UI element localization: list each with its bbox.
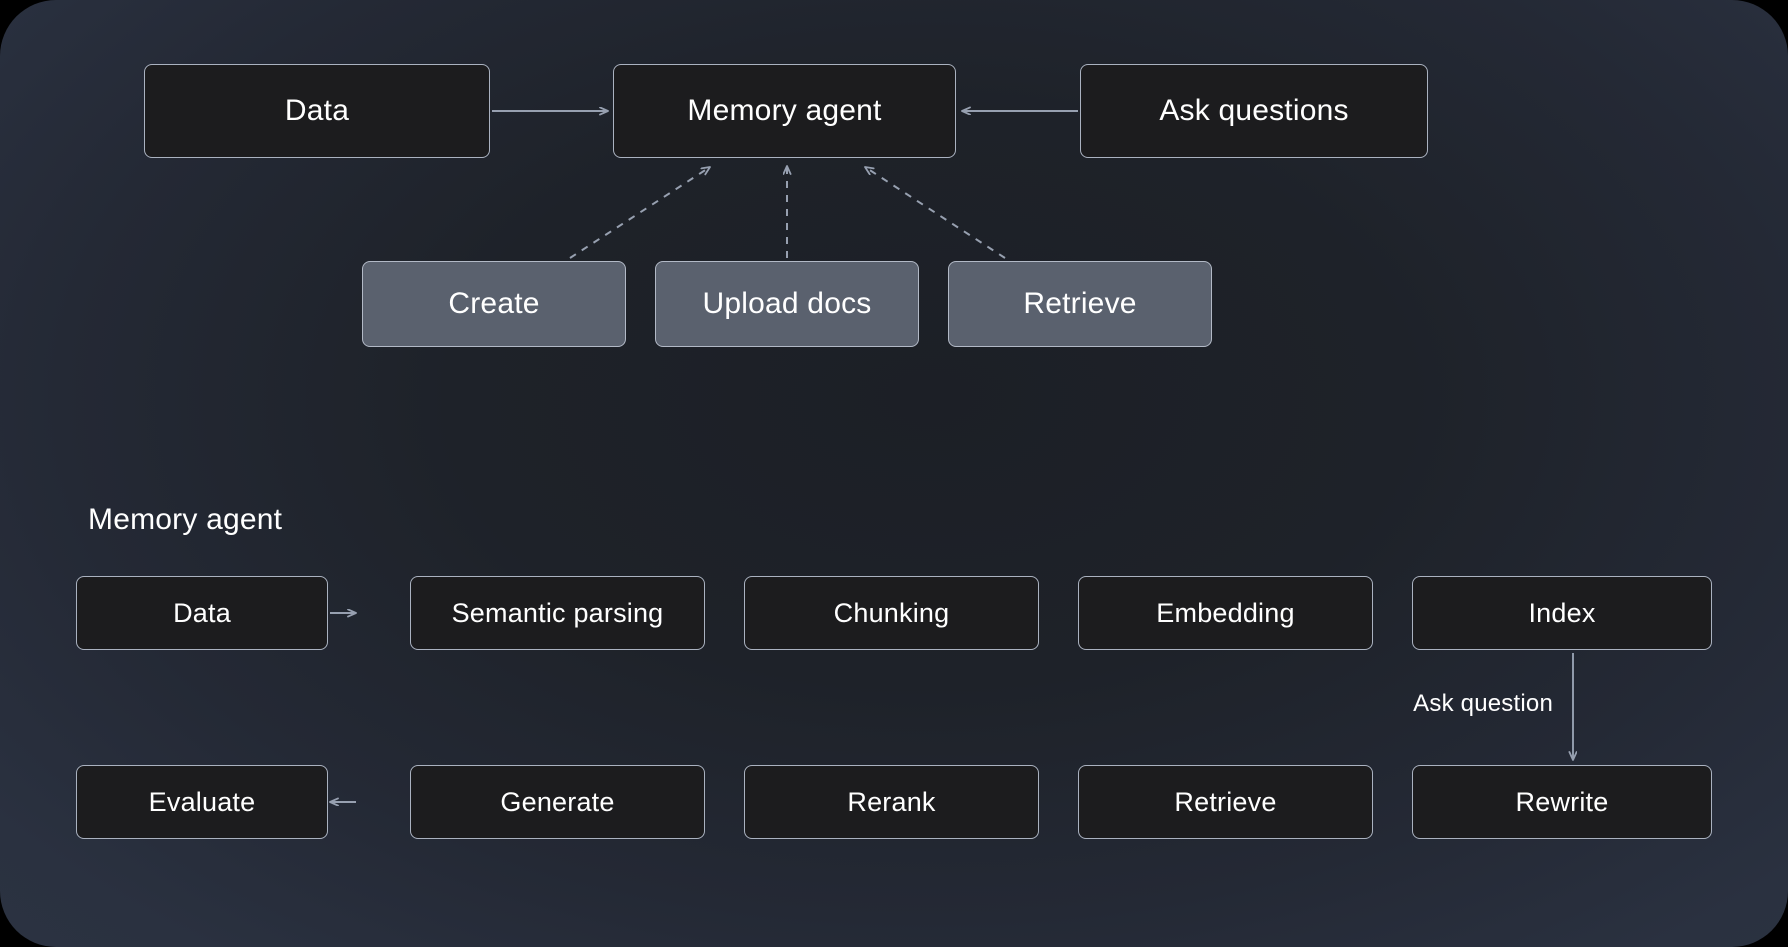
node-pipeline-rerank[interactable]: Rerank <box>744 765 1039 839</box>
node-pipeline-data[interactable]: Data <box>76 576 328 650</box>
node-pipeline-generate[interactable]: Generate <box>410 765 705 839</box>
node-data[interactable]: Data <box>144 64 490 158</box>
node-memory-agent-label: Memory agent <box>687 94 882 127</box>
node-pipeline-semantic-parsing-label: Semantic parsing <box>451 597 664 628</box>
node-pipeline-retrieve-label: Retrieve <box>1174 786 1277 817</box>
node-pipeline-embedding[interactable]: Embedding <box>1078 576 1373 650</box>
node-ask-questions-label: Ask questions <box>1159 94 1349 127</box>
node-upload-docs[interactable]: Upload docs <box>655 261 919 347</box>
node-pipeline-generate-label: Generate <box>500 786 615 817</box>
node-upload-docs-label: Upload docs <box>702 287 872 320</box>
node-retrieve-capability-label: Retrieve <box>1023 287 1137 320</box>
node-pipeline-evaluate-label: Evaluate <box>148 786 256 817</box>
node-ask-questions[interactable]: Ask questions <box>1080 64 1428 158</box>
node-pipeline-index[interactable]: Index <box>1412 576 1712 650</box>
node-pipeline-rerank-label: Rerank <box>847 786 936 817</box>
node-retrieve-capability[interactable]: Retrieve <box>948 261 1212 347</box>
node-pipeline-embedding-label: Embedding <box>1156 597 1295 628</box>
node-pipeline-rewrite[interactable]: Rewrite <box>1412 765 1712 839</box>
node-pipeline-index-label: Index <box>1528 597 1596 628</box>
node-memory-agent[interactable]: Memory agent <box>613 64 956 158</box>
node-data-label: Data <box>284 94 350 127</box>
node-pipeline-semantic-parsing[interactable]: Semantic parsing <box>410 576 705 650</box>
edge-create-to-memory-agent <box>569 167 710 259</box>
node-pipeline-chunking-label: Chunking <box>833 597 950 628</box>
node-pipeline-evaluate[interactable]: Evaluate <box>76 765 328 839</box>
edge-retrieve-to-memory-agent <box>865 167 1006 259</box>
node-pipeline-retrieve[interactable]: Retrieve <box>1078 765 1373 839</box>
node-pipeline-data-label: Data <box>173 597 231 628</box>
node-create-label: Create <box>448 287 540 320</box>
node-create[interactable]: Create <box>362 261 626 347</box>
edge-label-ask-question: Ask question <box>1413 690 1553 717</box>
node-pipeline-rewrite-label: Rewrite <box>1515 786 1609 817</box>
node-pipeline-chunking[interactable]: Chunking <box>744 576 1039 650</box>
pipeline-section-title: Memory agent <box>88 503 283 536</box>
